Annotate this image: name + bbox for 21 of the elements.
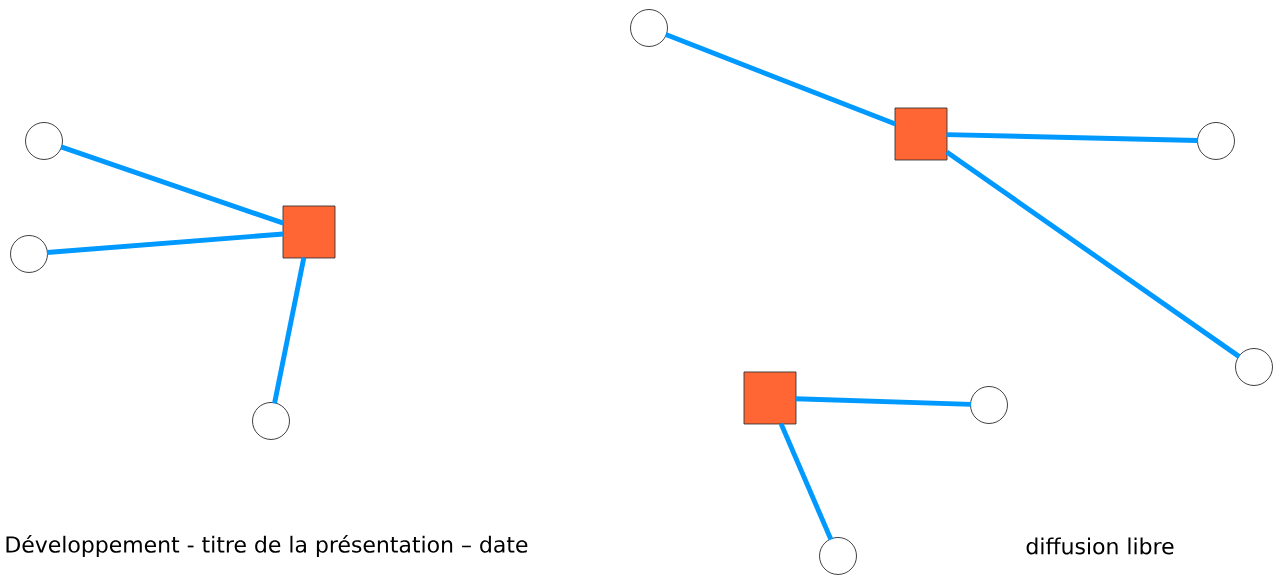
connector-line — [778, 422, 834, 541]
connector-line — [946, 132, 1198, 143]
process-box — [743, 371, 797, 425]
node-circle — [25, 122, 63, 160]
process-box — [282, 205, 336, 259]
connector-line — [60, 144, 285, 226]
node-circle — [252, 402, 290, 440]
connector-line — [945, 149, 1241, 359]
node-circle — [970, 386, 1008, 424]
node-circle — [1235, 348, 1273, 386]
footer-text: Développement - titre de la présentation – date — [6, 534, 528, 558]
connector-line — [46, 231, 284, 256]
connector-line — [664, 32, 897, 127]
connector-line — [795, 396, 972, 407]
node-circle — [10, 235, 48, 273]
footer-text: diffusion libre — [1026, 537, 1174, 555]
process-box — [894, 107, 948, 161]
node-circle — [1197, 122, 1235, 160]
connector-line — [272, 257, 307, 404]
node-circle — [819, 537, 857, 575]
node-circle — [630, 9, 668, 47]
